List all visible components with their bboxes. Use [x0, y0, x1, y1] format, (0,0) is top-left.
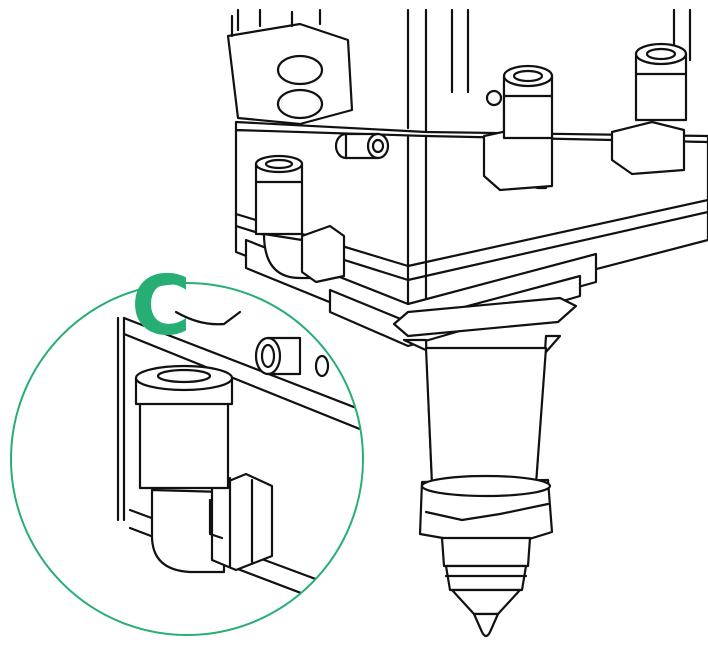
nozzle-assembly: [392, 296, 578, 638]
elbow-fitting-right-2: [610, 42, 688, 176]
elbow-fitting-left: [254, 154, 346, 284]
detail-circle-outline: [10, 282, 364, 636]
detail-magnifier: [11, 283, 363, 635]
screw-head: [485, 89, 503, 107]
upper-clamp-bracket: [226, 10, 354, 126]
side-port-fitting: [334, 132, 390, 160]
callout-label: C: [131, 259, 192, 354]
elbow-fitting-right-1: [482, 64, 554, 192]
